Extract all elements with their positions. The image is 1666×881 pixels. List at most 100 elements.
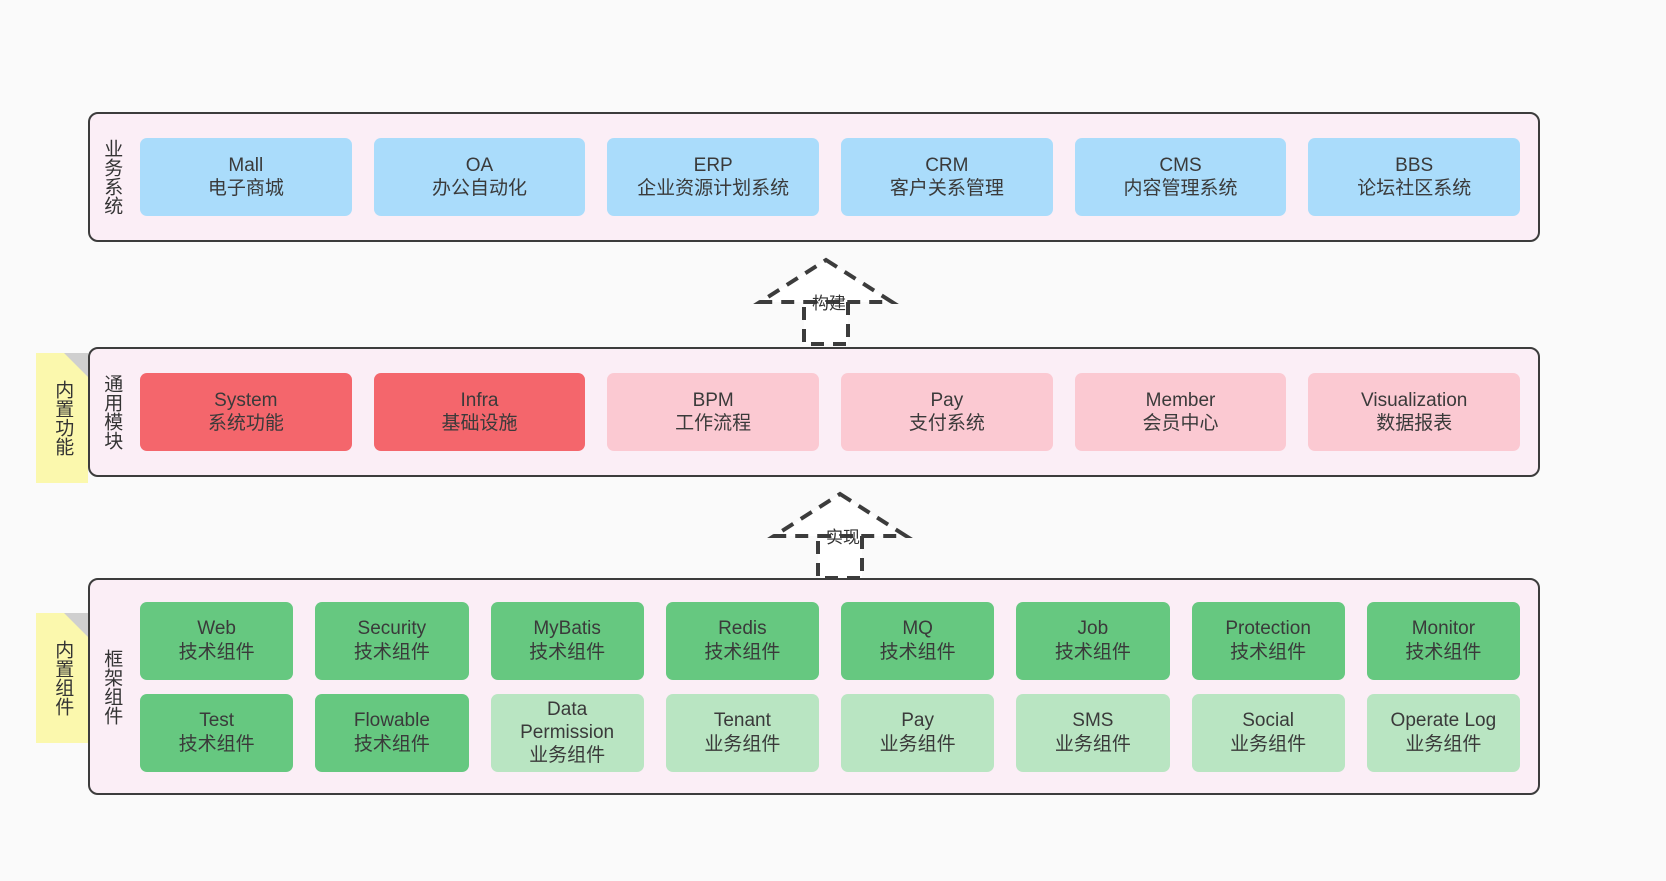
module-item-visualization[interactable]: Visualization 数据报表 (1308, 373, 1521, 451)
framework-item-security[interactable]: Security 技术组件 (315, 601, 469, 680)
framework-item-desc: 业务组件 (704, 733, 781, 755)
module-item-desc: 数据报表 (1376, 413, 1453, 434)
module-item-member[interactable]: Member 会员中心 (1074, 373, 1287, 451)
business-item-desc: 内容管理系统 (1123, 178, 1238, 199)
business-system-row: Mall 电子商城 OA 办公自动化 ERP 企业资源计划系统 CRM 客户关系… (140, 138, 1521, 216)
module-item-desc: 系统功能 (207, 413, 284, 434)
framework-item-mq[interactable]: MQ 技术组件 (841, 601, 995, 680)
business-item-desc: 论坛社区系统 (1357, 178, 1472, 199)
framework-item-desc: 技术组件 (879, 641, 956, 663)
framework-item-data-permission[interactable]: Data Permission 业务组件 (490, 693, 644, 772)
module-item-desc: 会员中心 (1142, 413, 1219, 434)
framework-item-name: SMS (1072, 710, 1114, 732)
business-item-name: BBS (1395, 154, 1434, 176)
framework-item-social[interactable]: Social 业务组件 (1191, 693, 1345, 772)
layer-business-system-title: 业务系统 (101, 139, 123, 215)
business-item-erp[interactable]: ERP 企业资源计划系统 (607, 138, 820, 216)
framework-item-name: Web (197, 618, 236, 640)
note-builtin-components: 内置组件 (36, 613, 88, 743)
module-item-name: System (214, 389, 278, 411)
business-item-desc: 企业资源计划系统 (637, 178, 790, 199)
framework-item-flowable[interactable]: Flowable 技术组件 (315, 693, 469, 772)
layer-common-modules-title: 通用模块 (101, 374, 123, 450)
framework-item-desc: 技术组件 (353, 733, 430, 755)
framework-item-desc: 技术组件 (178, 733, 255, 755)
module-item-desc: 支付系统 (908, 413, 985, 434)
business-item-desc: 办公自动化 (432, 178, 528, 199)
framework-item-redis[interactable]: Redis 技术组件 (665, 601, 819, 680)
framework-item-protection[interactable]: Protection 技术组件 (1191, 601, 1345, 680)
framework-tech-row: Web 技术组件 Security 技术组件 MyBatis 技术组件 Redi… (140, 601, 1520, 680)
common-modules-row: System 系统功能 Infra 基础设施 BPM 工作流程 Pay 支付系统… (140, 373, 1521, 451)
note-fold-corner (64, 353, 88, 377)
module-item-pay[interactable]: Pay 支付系统 (841, 373, 1053, 451)
framework-item-desc: 业务组件 (529, 745, 606, 767)
module-item-name: Member (1145, 389, 1216, 411)
framework-item-sms[interactable]: SMS 业务组件 (1016, 693, 1170, 772)
framework-item-name: Monitor (1411, 618, 1476, 640)
module-item-bpm[interactable]: BPM 工作流程 (607, 373, 820, 451)
arrow-implement-label: 实现 (826, 528, 860, 547)
module-item-name: Visualization (1361, 389, 1468, 411)
note-builtin-features-label: 内置功能 (52, 380, 74, 456)
framework-item-name: Security (357, 618, 427, 640)
framework-item-desc: 技术组件 (1230, 641, 1307, 663)
framework-item-name: Data Permission (520, 698, 615, 743)
business-item-desc: 客户关系管理 (889, 178, 1004, 199)
business-item-name: OA (465, 154, 494, 176)
business-item-oa[interactable]: OA 办公自动化 (373, 138, 586, 216)
business-item-name: CRM (925, 154, 969, 176)
business-item-cms[interactable]: CMS 内容管理系统 (1074, 138, 1287, 216)
business-item-bbs[interactable]: BBS 论坛社区系统 (1308, 138, 1521, 216)
arrow-build-label: 构建 (812, 294, 846, 313)
module-item-name: Pay (930, 389, 964, 411)
module-item-infra[interactable]: Infra 基础设施 (373, 373, 586, 451)
framework-item-operate-log[interactable]: Operate Log 业务组件 (1366, 693, 1520, 772)
framework-item-name: Pay (901, 710, 934, 732)
framework-item-monitor[interactable]: Monitor 技术组件 (1366, 601, 1520, 680)
business-item-name: ERP (693, 154, 733, 176)
module-item-desc: 基础设施 (441, 413, 518, 434)
framework-item-mybatis[interactable]: MyBatis 技术组件 (490, 601, 644, 680)
framework-item-desc: 业务组件 (879, 733, 956, 755)
framework-item-desc: 技术组件 (704, 641, 781, 663)
framework-item-name: Social (1242, 710, 1294, 732)
framework-item-desc: 技术组件 (529, 641, 606, 663)
module-item-system[interactable]: System 系统功能 (140, 373, 352, 451)
module-item-name: BPM (692, 389, 734, 411)
framework-item-name: Operate Log (1390, 710, 1497, 732)
module-item-name: Infra (460, 389, 499, 411)
business-item-mall[interactable]: Mall 电子商城 (140, 138, 352, 216)
framework-item-tenant[interactable]: Tenant 业务组件 (665, 693, 819, 772)
note-fold-corner (64, 613, 88, 637)
framework-item-job[interactable]: Job 技术组件 (1016, 601, 1170, 680)
framework-item-desc: 业务组件 (1230, 733, 1307, 755)
framework-item-desc: 技术组件 (178, 641, 255, 663)
framework-item-desc: 业务组件 (1405, 733, 1482, 755)
business-item-desc: 电子商城 (207, 178, 284, 199)
framework-item-pay[interactable]: Pay 业务组件 (841, 693, 995, 772)
layer-common-modules-body: System 系统功能 Infra 基础设施 BPM 工作流程 Pay 支付系统… (132, 349, 1538, 475)
layer-framework-components-body: Web 技术组件 Security 技术组件 MyBatis 技术组件 Redi… (132, 580, 1538, 793)
business-item-name: Mall (228, 154, 264, 176)
business-item-crm[interactable]: CRM 客户关系管理 (841, 138, 1053, 216)
framework-item-name: Tenant (713, 710, 771, 732)
framework-item-test[interactable]: Test 技术组件 (140, 693, 294, 772)
framework-item-name: Test (199, 710, 235, 732)
layer-business-system-body: Mall 电子商城 OA 办公自动化 ERP 企业资源计划系统 CRM 客户关系… (132, 114, 1538, 240)
note-builtin-components-label: 内置组件 (52, 640, 74, 716)
framework-item-desc: 业务组件 (1054, 733, 1131, 755)
business-item-name: CMS (1159, 154, 1202, 176)
layer-business-system: 业务系统 Mall 电子商城 OA 办公自动化 ERP 企业资源计划系统 CRM… (88, 112, 1540, 242)
arrow-build: 构建 (752, 256, 908, 346)
arrow-build-shape (753, 257, 899, 346)
framework-item-name: Job (1077, 618, 1109, 640)
framework-item-name: Protection (1225, 618, 1311, 640)
layer-common-modules: 通用模块 System 系统功能 Infra 基础设施 BPM 工作流程 Pay… (88, 347, 1540, 477)
framework-item-desc: 技术组件 (1405, 641, 1482, 663)
framework-item-name: MyBatis (533, 618, 601, 640)
note-builtin-features: 内置功能 (36, 353, 88, 483)
framework-item-web[interactable]: Web 技术组件 (140, 601, 294, 680)
framework-business-row: Test 技术组件 Flowable 技术组件 Data Permission … (140, 693, 1520, 772)
